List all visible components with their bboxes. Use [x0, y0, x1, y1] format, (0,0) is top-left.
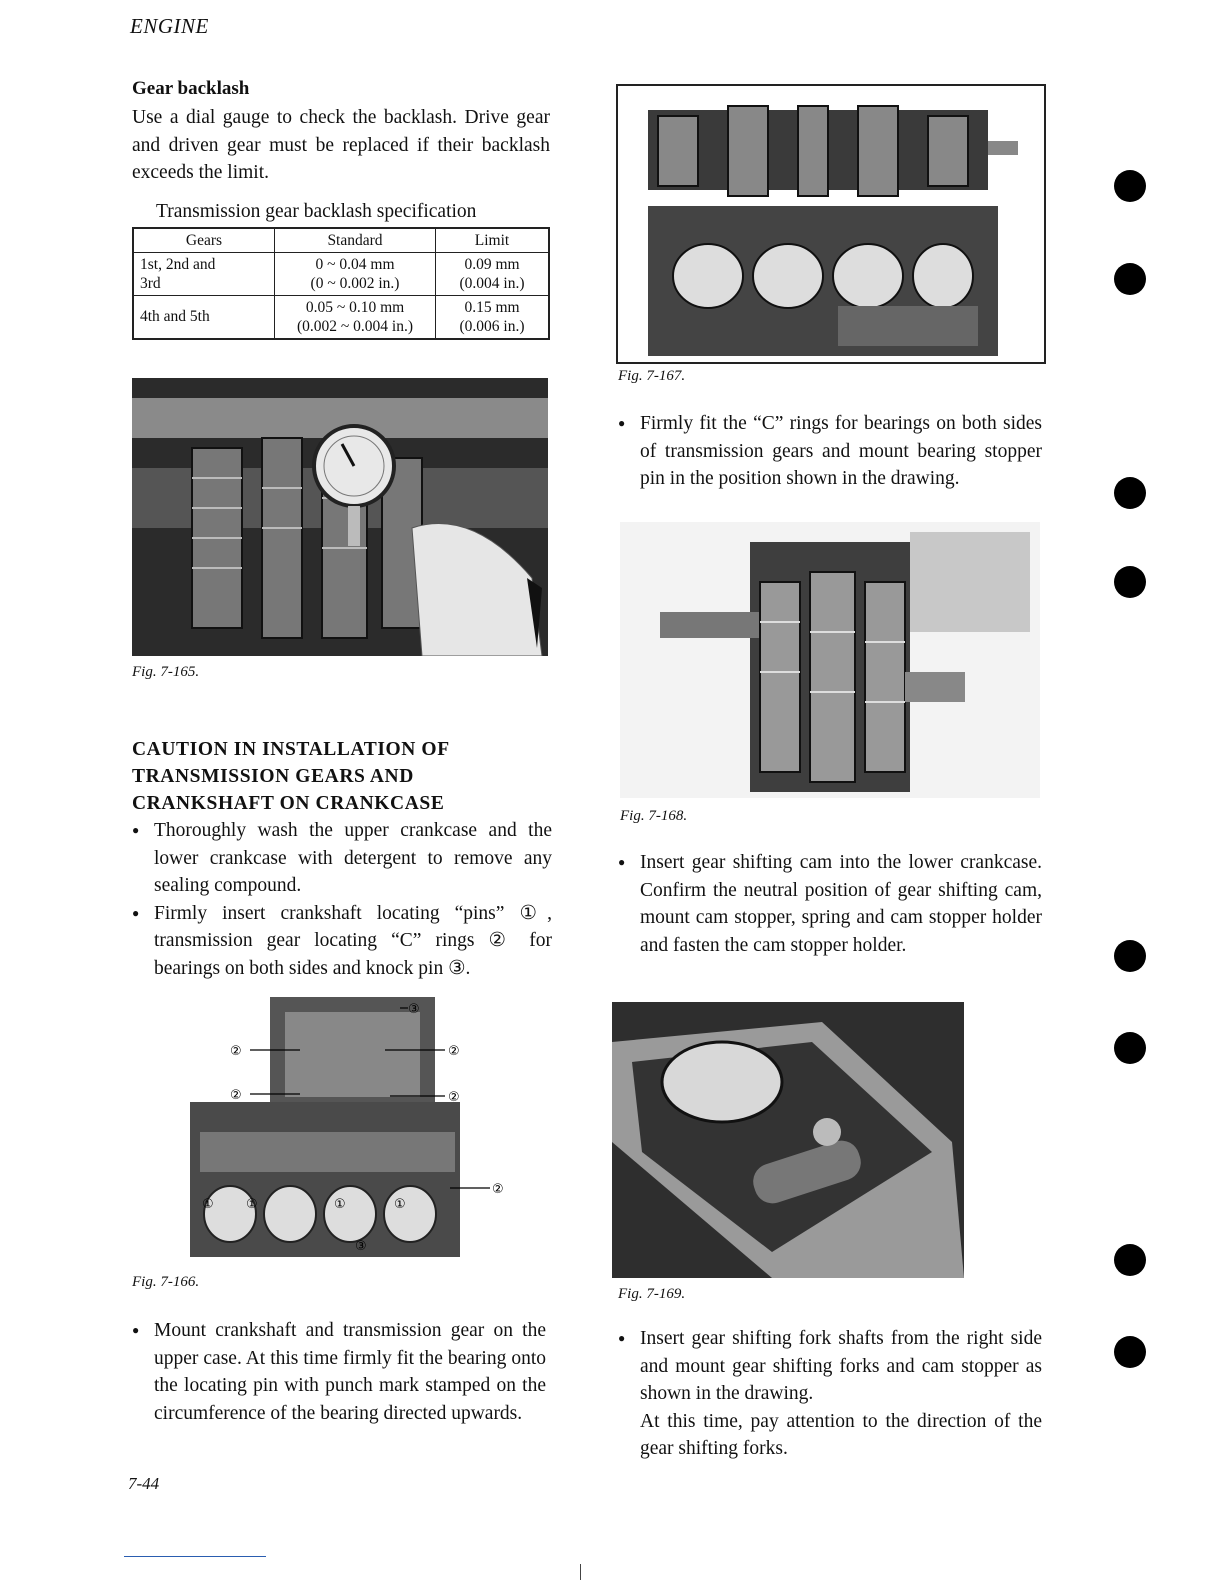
cell-text: (0.004 in.) [459, 274, 525, 292]
binder-hole-dot [1114, 566, 1146, 598]
callout-1-d: ① [394, 1197, 406, 1212]
shifting-cam-bullets: Insert gear shifting cam into the lower … [618, 849, 1042, 959]
backlash-spec-table: Gears Standard Limit 1st, 2nd and 3rd 0 … [132, 226, 550, 340]
header-gears: Gears [132, 227, 275, 253]
cell-limit: 0.15 mm (0.006 in.) [435, 294, 550, 339]
list-item: Insert gear shifting fork shafts from th… [618, 1325, 1042, 1463]
callout-1-b: ① [246, 1197, 258, 1212]
section-header: ENGINE [130, 14, 209, 38]
mount-crankshaft-section: Mount crankshaft and transmission gear o… [132, 1317, 546, 1427]
fig-167-caption: Fig. 7-167. [618, 368, 686, 384]
cell-gears: 1st, 2nd and 3rd [132, 251, 275, 296]
callout-1-c: ① [334, 1197, 346, 1212]
gear-backlash-intro: Use a dial gauge to check the backlash. … [132, 107, 550, 183]
list-item: Firmly fit the “C” rings for bearings on… [618, 410, 1042, 493]
footer-tick [580, 1564, 581, 1580]
cell-text: (0 ~ 0.002 in.) [310, 274, 400, 292]
header-limit: Limit [435, 227, 550, 253]
cell-standard: 0.05 ~ 0.10 mm (0.002 ~ 0.004 in.) [274, 294, 436, 339]
cell-text: 1st, 2nd and [140, 255, 216, 273]
shifting-cam-section: Insert gear shifting cam into the lower … [618, 849, 1042, 959]
table-row: 1st, 2nd and 3rd 0 ~ 0.04 mm (0 ~ 0.002 … [132, 251, 550, 296]
fig-167-frame [616, 84, 1046, 364]
c-rings-section: Firmly fit the “C” rings for bearings on… [618, 410, 1042, 493]
cell-text: 0.09 mm [464, 255, 520, 273]
callout-3-top: ③ [408, 1002, 420, 1017]
fig-166-caption: Fig. 7-166. [132, 1274, 200, 1290]
cell-text: 0.05 ~ 0.10 mm [305, 298, 405, 316]
table-row: 4th and 5th 0.05 ~ 0.10 mm (0.002 ~ 0.00… [132, 294, 550, 339]
list-item: Firmly insert crankshaft locating “pins”… [132, 900, 552, 983]
fork-shafts-section: Insert gear shifting fork shafts from th… [618, 1325, 1042, 1463]
spec-caption: Transmission gear backlash specification [156, 200, 477, 222]
fig-169-caption: Fig. 7-169. [618, 1286, 686, 1302]
callout-2-left-mid: ② [230, 1088, 242, 1103]
cell-gears: 4th and 5th [132, 294, 275, 339]
callout-3-bottom: ③ [355, 1239, 367, 1254]
page-number: 7-44 [128, 1474, 160, 1493]
table-header-row: Gears Standard Limit [132, 227, 550, 253]
binder-hole-dot [1114, 1244, 1146, 1276]
callout-1-a: ① [202, 1197, 214, 1212]
caution-heading-line-1: CAUTION IN INSTALLATION OF [132, 739, 450, 760]
c-rings-bullets: Firmly fit the “C” rings for bearings on… [618, 410, 1042, 493]
binder-hole-dot [1114, 170, 1146, 202]
fork-shafts-bullets: Insert gear shifting fork shafts from th… [618, 1325, 1042, 1463]
cell-text: 3rd [140, 274, 161, 292]
cell-standard: 0 ~ 0.04 mm (0 ~ 0.002 in.) [274, 251, 436, 296]
binder-hole-dot [1114, 940, 1146, 972]
callout-2-right-mid: ② [448, 1090, 460, 1105]
footer-rule [124, 1556, 266, 1557]
callout-2-right-top: ② [448, 1044, 460, 1059]
cell-text: (0.002 ~ 0.004 in.) [296, 317, 413, 335]
cell-text: 0.15 mm [464, 298, 520, 316]
binder-hole-dot [1114, 477, 1146, 509]
fork-direction-text: At this time, pay attention to the direc… [640, 1410, 1042, 1460]
left-column: Gear backlash Use a dial gauge to check … [132, 78, 550, 340]
header-standard: Standard [274, 227, 436, 253]
fig-165-photo [132, 378, 548, 656]
list-item: Mount crankshaft and transmission gear o… [132, 1317, 546, 1427]
fig-165-caption: Fig. 7-165. [132, 664, 200, 680]
binder-hole-dot [1114, 1032, 1146, 1064]
binder-hole-dot [1114, 263, 1146, 295]
mount-bullets: Mount crankshaft and transmission gear o… [132, 1317, 546, 1427]
cell-text: (0.006 in.) [459, 317, 525, 335]
fork-shafts-text: Insert gear shifting fork shafts from th… [640, 1328, 1042, 1404]
caution-section: CAUTION IN INSTALLATION OF TRANSMISSION … [132, 736, 552, 982]
list-item: Insert gear shifting cam into the lower … [618, 849, 1042, 959]
caution-bullets: Thoroughly wash the upper crankcase and … [132, 817, 552, 982]
fig-168-caption: Fig. 7-168. [620, 808, 688, 824]
fig-168-photo [620, 522, 1040, 798]
cell-text: 0 ~ 0.04 mm [315, 255, 395, 273]
fig-169-photo [612, 1002, 964, 1278]
callout-2-right-low: ② [492, 1182, 504, 1197]
gear-backlash-heading: Gear backlash [132, 78, 250, 99]
caution-heading-line-3: CRANKSHAFT ON CRANKCASE [132, 793, 445, 814]
list-item: Thoroughly wash the upper crankcase and … [132, 817, 552, 900]
caution-heading-line-2: TRANSMISSION GEARS AND [132, 766, 414, 787]
binder-hole-dot [1114, 1336, 1146, 1368]
fig-166-figure: ② ② ② ② ③ ② ① ① ① ① ③ [190, 992, 520, 1264]
callout-2-left-top: ② [230, 1044, 242, 1059]
cell-limit: 0.09 mm (0.004 in.) [435, 251, 550, 296]
